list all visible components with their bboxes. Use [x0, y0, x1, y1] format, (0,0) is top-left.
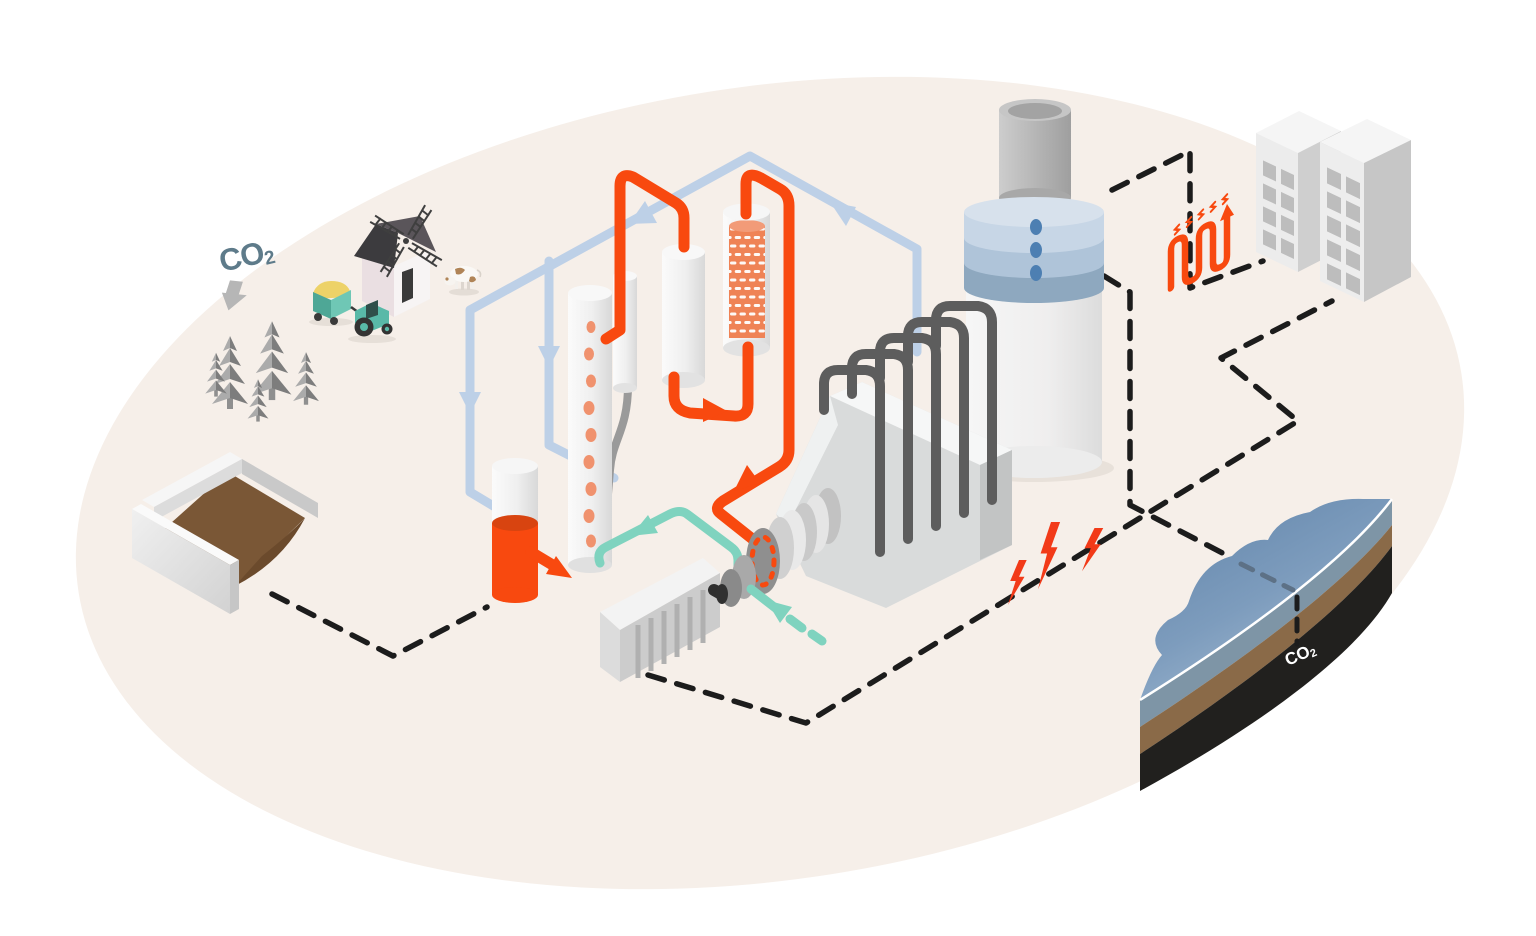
city-buildings-icon — [1256, 111, 1411, 302]
tower-dot — [1030, 265, 1042, 281]
orange-pipe-arrows — [546, 398, 760, 578]
district-heating-icon — [1167, 193, 1234, 292]
tractor-icon — [309, 281, 396, 343]
teal-dash — [807, 629, 827, 646]
pit-wall-end — [230, 560, 239, 614]
exhaust-manifold — [819, 301, 997, 557]
building-windows — [1263, 160, 1294, 260]
arrow-down-icon — [459, 392, 481, 414]
cow-icon — [444, 266, 482, 296]
lightning-icon — [1082, 528, 1104, 572]
arrow-upleft-icon — [830, 202, 856, 226]
building-right — [1320, 119, 1411, 302]
route-energy-to-city — [645, 298, 1335, 726]
heater-coil-column — [723, 203, 770, 357]
arrow-down-icon — [538, 346, 560, 368]
pit-wall-top — [142, 452, 242, 507]
strata-storage — [1140, 546, 1392, 791]
pit-wall-face — [242, 459, 318, 518]
pit-wall-top — [230, 452, 318, 503]
chimney — [999, 99, 1071, 208]
arrow-right-icon — [546, 556, 572, 578]
blue-pipe-arrows — [459, 201, 856, 414]
pit-wall-top — [132, 504, 239, 565]
pit-wall-face — [132, 509, 230, 614]
lightning-icon — [1008, 560, 1027, 605]
biomass-pit — [132, 452, 318, 614]
orange-pipe-riser — [600, 170, 690, 345]
feedstock-tank — [492, 458, 538, 603]
route-pit-to-tank — [269, 591, 490, 659]
process-columns — [492, 203, 770, 603]
heat-pipe-teal — [594, 507, 743, 579]
arrow-downleft-icon — [629, 201, 657, 224]
scrubber-column-large — [662, 244, 705, 388]
radiator-coil — [1167, 214, 1231, 292]
strata-water-depth — [1140, 499, 1392, 727]
arrow-downleft-icon — [734, 465, 760, 491]
tower-dot — [1030, 242, 1042, 258]
pit-soil-shadow — [235, 518, 305, 586]
digester-column — [568, 285, 612, 573]
heat-pipe-teal-tail — [746, 584, 827, 646]
windmill-icon — [354, 204, 443, 317]
waterline — [1139, 498, 1393, 702]
building-windows — [1327, 167, 1360, 296]
arrow-downleft-icon — [631, 515, 658, 536]
route-tower-to-storage — [1101, 273, 1235, 561]
tower-blue-bands — [964, 197, 1104, 303]
heat-waves — [1172, 193, 1230, 236]
arrow-upleft-icon — [766, 600, 792, 623]
co2-seabed-storage: CO2 — [1139, 498, 1393, 791]
engine-block — [776, 301, 1012, 608]
route-into-water — [1238, 561, 1296, 593]
electricity-icon — [1008, 522, 1104, 605]
arrow-right-icon — [703, 398, 727, 422]
windmill-sails — [369, 204, 443, 278]
generator-container — [600, 558, 720, 682]
digester-bubbles — [583, 321, 597, 548]
strata-seabed — [1140, 525, 1392, 754]
tower-dot — [1030, 219, 1042, 235]
pit-wall-face — [154, 459, 242, 521]
blue-pipe-main — [465, 151, 922, 518]
container-vents — [635, 590, 706, 678]
water-surface — [1140, 498, 1392, 700]
co2-down-arrow-icon — [221, 280, 247, 311]
turbine — [708, 488, 841, 607]
orange-pipe-to-turbine — [712, 169, 795, 547]
farm-scene: CO2 — [205, 204, 482, 422]
arrow-up-icon — [1220, 204, 1234, 222]
lightning-icon — [1038, 522, 1061, 590]
teal-pipe-main — [594, 507, 743, 579]
